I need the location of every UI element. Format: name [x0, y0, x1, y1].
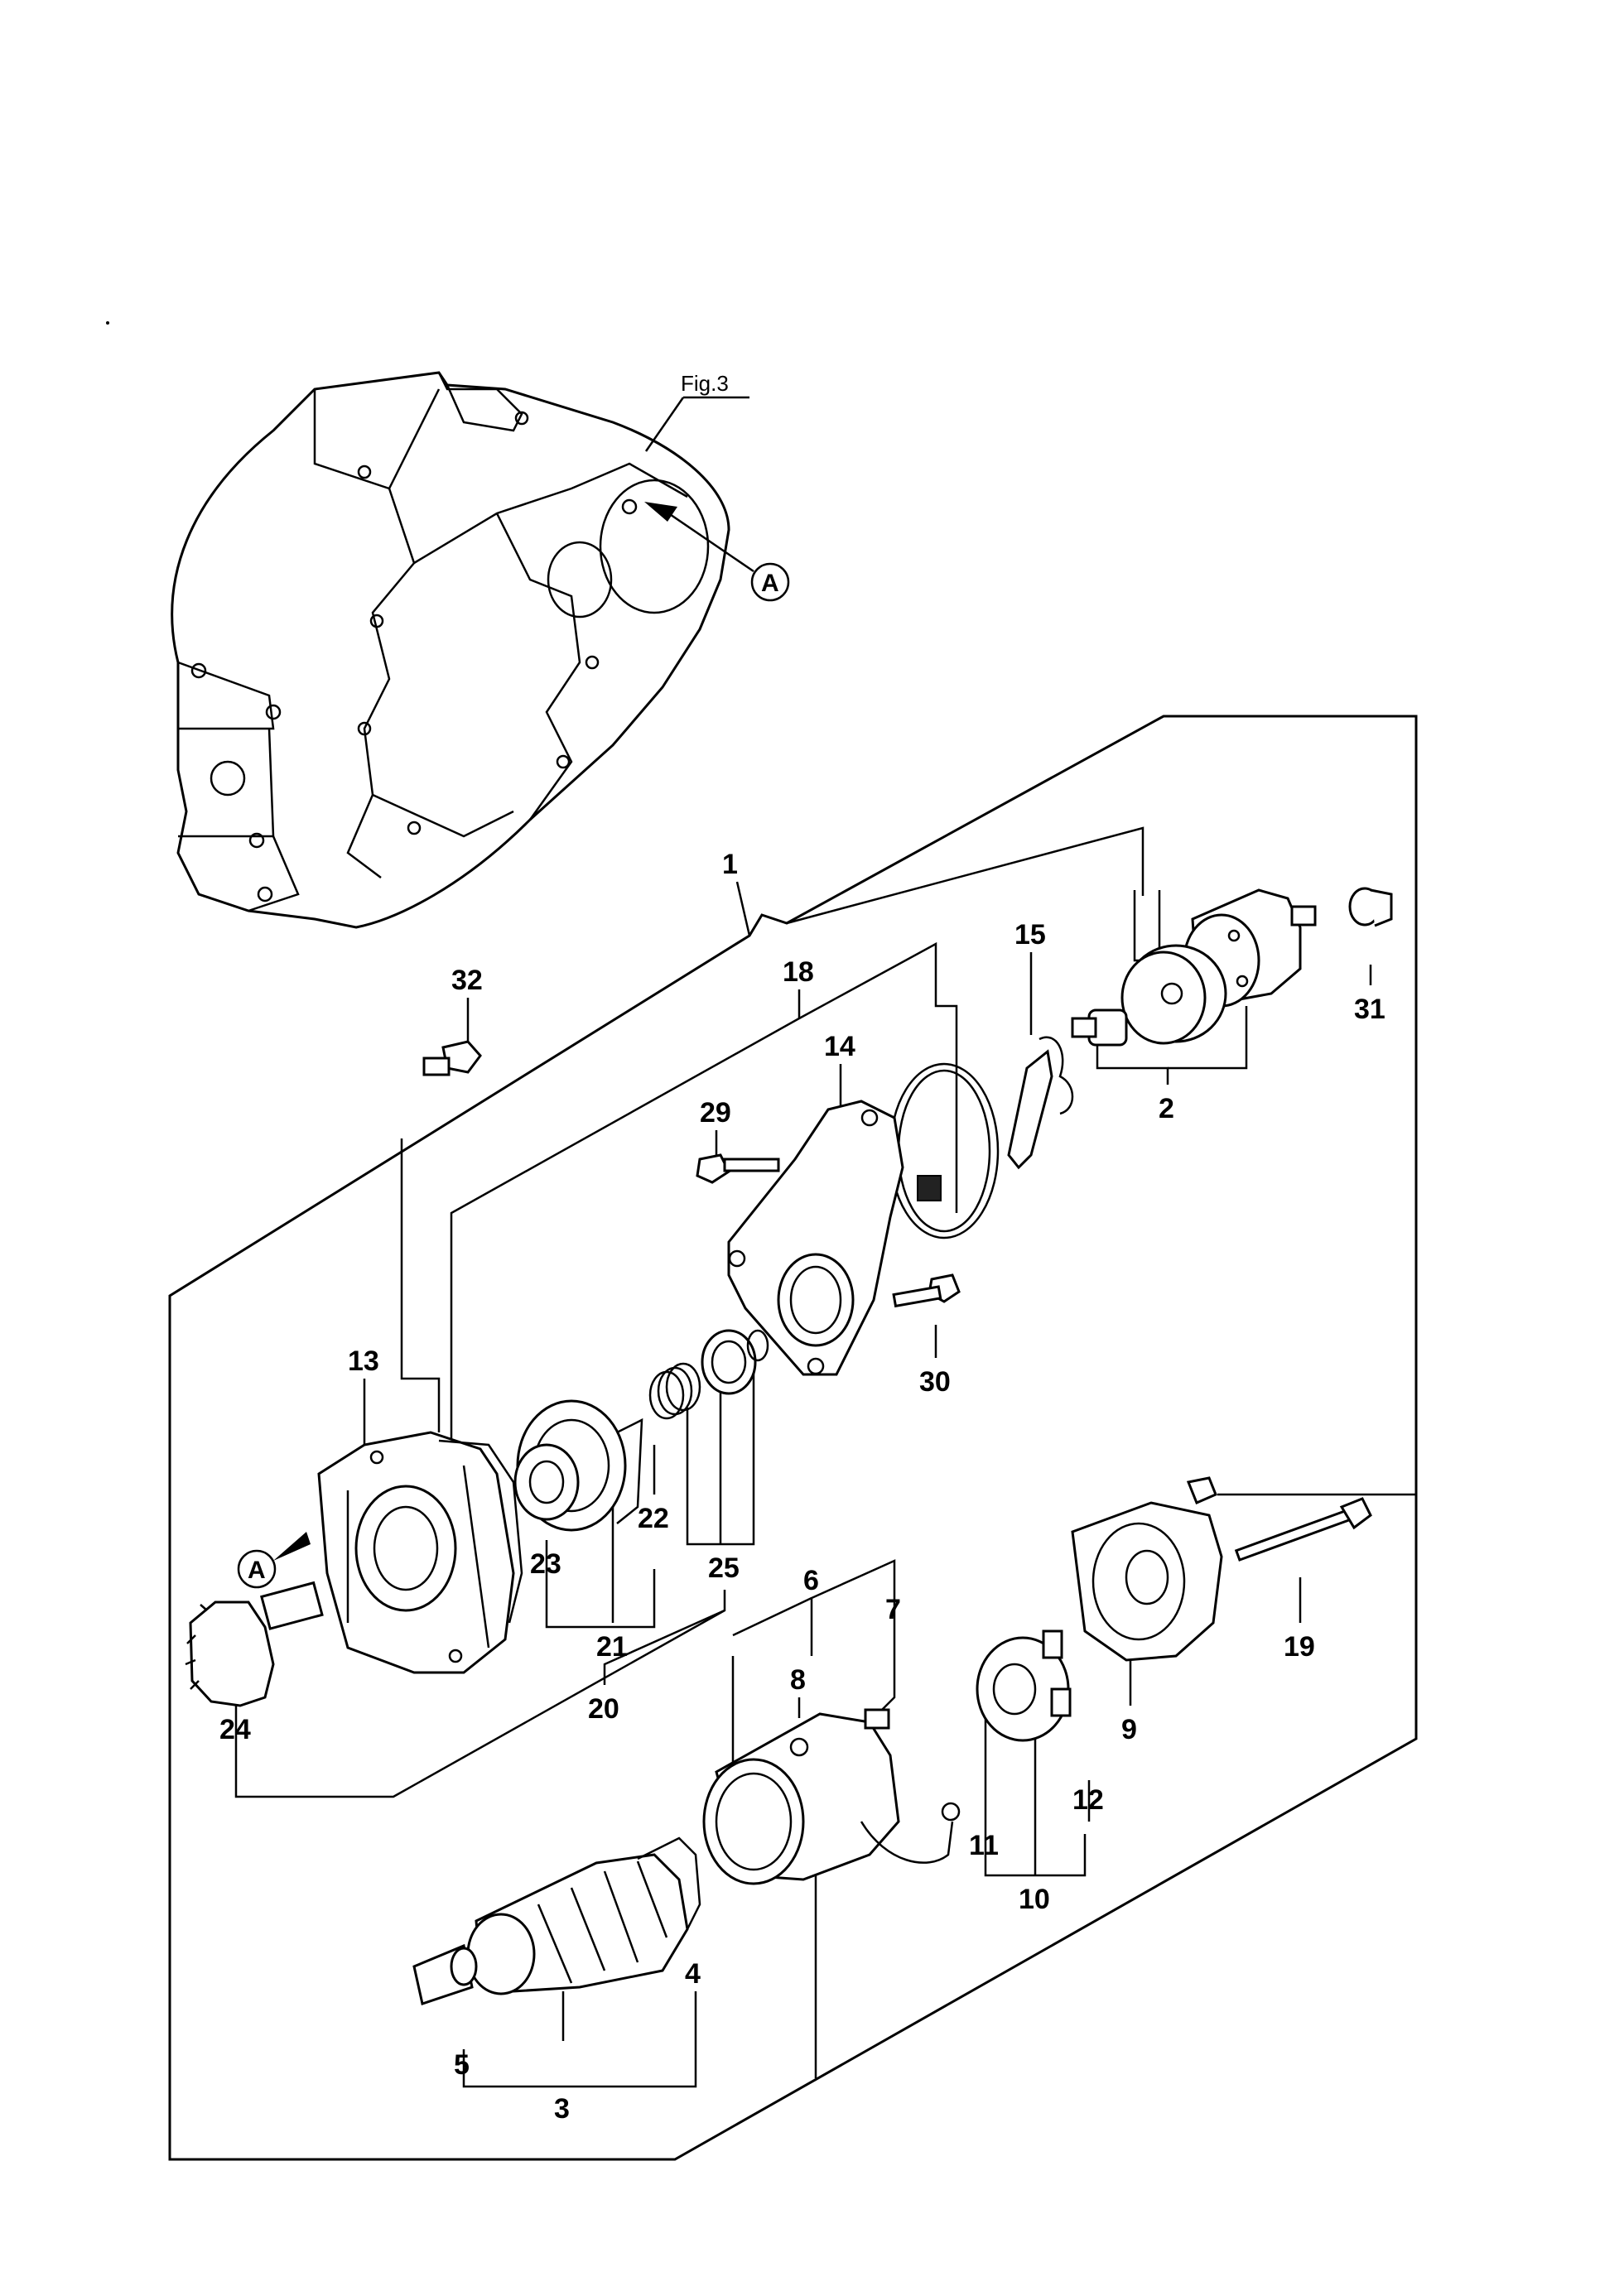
callout-6: 6	[803, 1565, 819, 1596]
callout-9: 9	[1121, 1714, 1137, 1745]
callout-21: 21	[596, 1631, 628, 1663]
callout-1: 1	[722, 849, 738, 880]
callout-29: 29	[700, 1097, 731, 1129]
callout-5: 5	[454, 2049, 470, 2081]
solenoid-switch	[1120, 888, 1317, 1045]
shift-lever	[1007, 1036, 1074, 1170]
callout-23: 23	[530, 1548, 561, 1580]
flywheel-housing	[171, 371, 790, 929]
callout-22: 22	[638, 1503, 669, 1534]
pinion-gear	[185, 1581, 324, 1707]
thru-bolt	[1186, 1476, 1372, 1562]
drive-housing	[727, 1100, 904, 1376]
callout-11: 11	[969, 1830, 999, 1861]
callout-18: 18	[783, 956, 814, 988]
bolt-29	[696, 1153, 780, 1184]
callout-13: 13	[348, 1345, 379, 1377]
o-ring-large	[889, 1062, 1000, 1239]
stop-collar-25	[701, 1329, 769, 1395]
stray-dot	[106, 321, 109, 325]
callout-19: 19	[1284, 1631, 1315, 1663]
brush-holder	[976, 1629, 1072, 1742]
gear-case	[237, 1431, 523, 1674]
callout-4: 4	[685, 1958, 701, 1990]
bolt-32	[422, 1040, 482, 1076]
armature	[412, 1836, 701, 2005]
terminal-cap	[1348, 887, 1393, 927]
callout-3: 3	[554, 2093, 570, 2125]
bearing-23	[513, 1443, 580, 1521]
callout-10: 10	[1019, 1884, 1050, 1915]
callout-24: 24	[219, 1714, 251, 1745]
callout-15: 15	[1014, 919, 1046, 951]
rear-cover	[1071, 1501, 1223, 1662]
yoke-assembly	[702, 1708, 961, 1885]
callout-31: 31	[1354, 994, 1385, 1025]
callout-20: 20	[588, 1693, 619, 1725]
part-callouts: 1 2 3 4 5 6 7 8 9 10 11 12 13 14 15 18 1…	[219, 849, 1385, 2125]
detail-marker-gear-case: A	[248, 1557, 266, 1584]
callout-2: 2	[1159, 1093, 1174, 1124]
callout-14: 14	[824, 1031, 855, 1062]
callout-7: 7	[885, 1594, 901, 1625]
callout-8: 8	[790, 1664, 806, 1696]
callout-25: 25	[708, 1552, 740, 1584]
callout-30: 30	[919, 1366, 951, 1398]
callout-32: 32	[451, 965, 483, 996]
solenoid-plunger	[1071, 1008, 1128, 1047]
detail-marker-top: A	[761, 570, 779, 597]
assembly-outline	[168, 715, 1418, 2161]
figure-reference: Fig.3	[681, 371, 729, 396]
leader-lines	[234, 826, 1416, 2088]
callout-12: 12	[1072, 1784, 1104, 1816]
bolt-30	[892, 1273, 961, 1308]
spring-22	[648, 1362, 701, 1420]
